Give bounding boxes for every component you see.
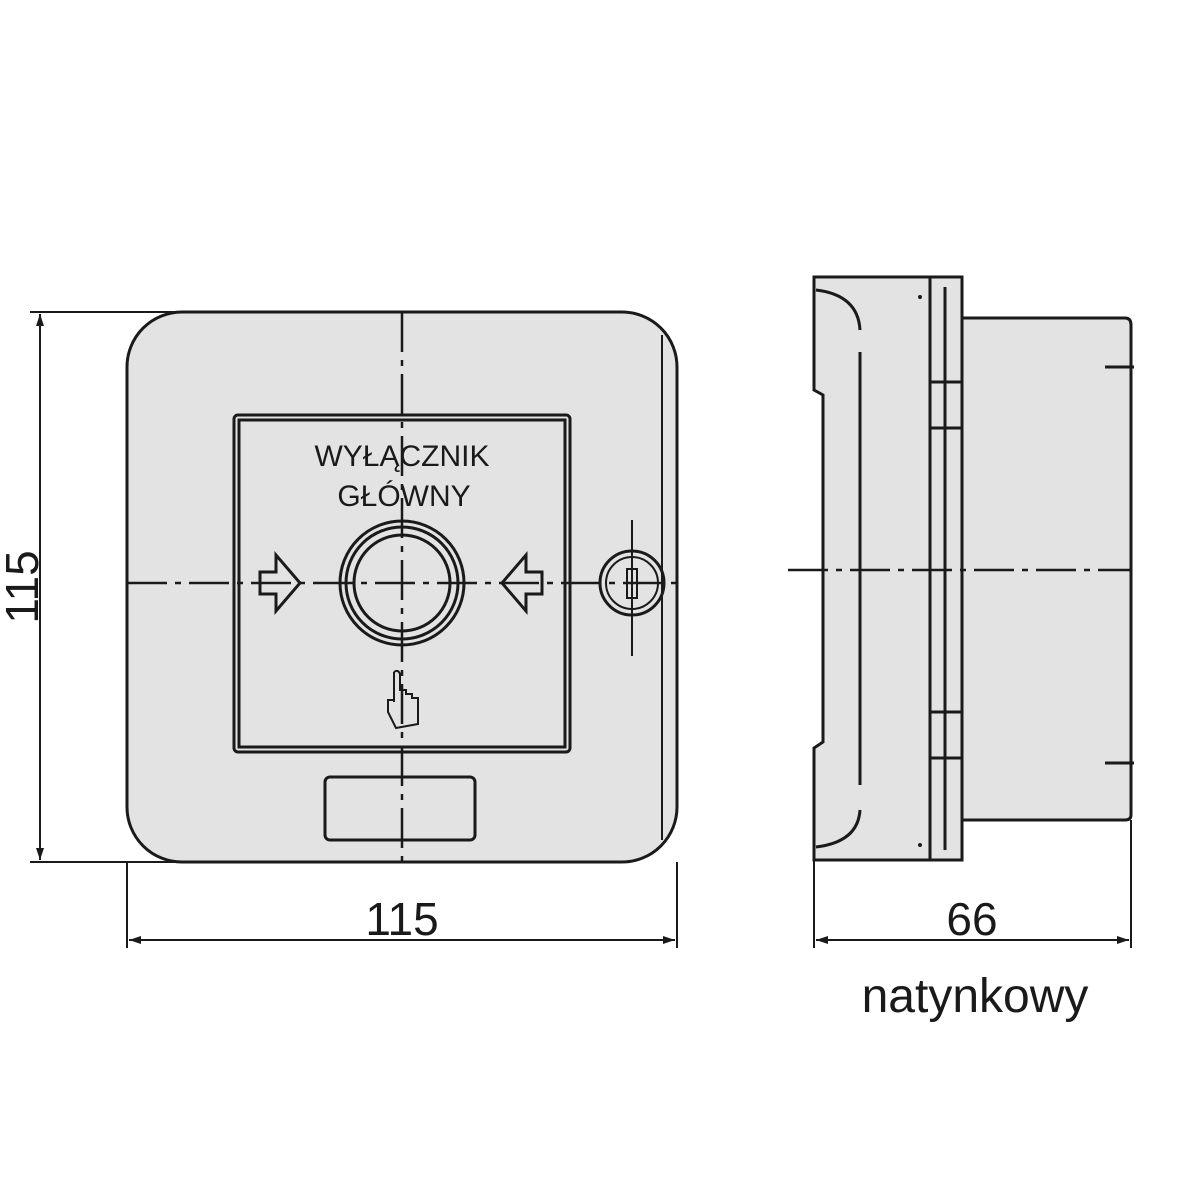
height-value: 115 (0, 550, 48, 623)
label-plate (323, 775, 477, 842)
front-cover-profile (812, 275, 964, 862)
arrow-left-icon (500, 550, 544, 616)
label-line2: GŁÓWNY (337, 480, 470, 513)
width-dimension: 115 (126, 862, 678, 948)
arrow-right-icon (258, 550, 302, 616)
depth-dimension: 66 (813, 820, 1132, 948)
mounting-type-caption: natynkowy (862, 970, 1089, 1023)
side-view (788, 275, 1134, 862)
height-dimension: 115 (0, 311, 190, 863)
hand-pointer-icon (387, 669, 419, 730)
width-value: 115 (365, 893, 438, 945)
key-lock-icon (598, 520, 666, 656)
front-view: WYŁĄCZNIK GŁÓWNY (125, 310, 685, 864)
depth-value: 66 (946, 893, 997, 945)
